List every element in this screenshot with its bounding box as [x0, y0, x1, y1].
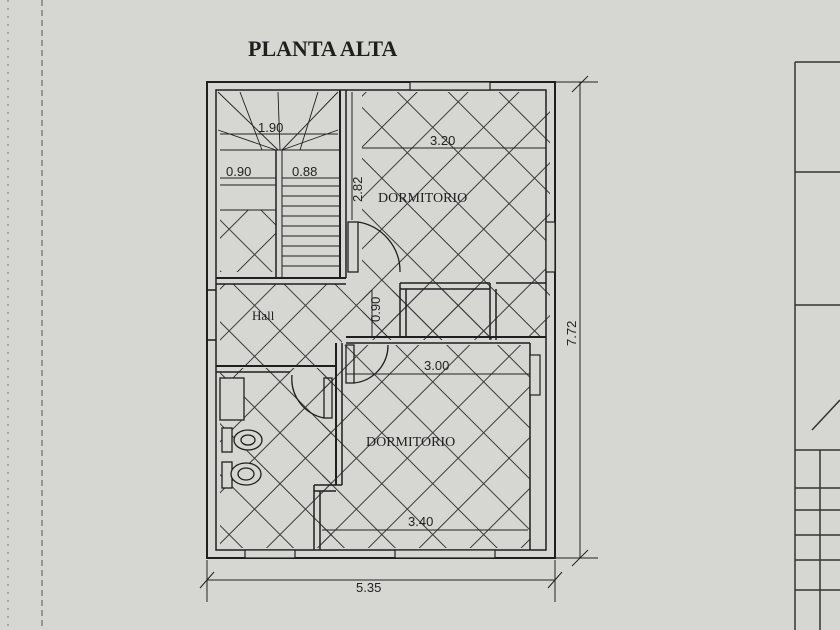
dim-bedroom-bottom-width: 3.00: [424, 358, 449, 373]
dim-bedroom-top-width: 3.20: [430, 133, 455, 148]
dim-stair-width: 1.90: [258, 120, 283, 135]
dim-stair-right: 0.88: [292, 164, 317, 179]
adjacent-drawing-fragment: [794, 61, 840, 630]
dim-total-width: 5.35: [356, 580, 381, 595]
dim-door-width: 0.90: [368, 297, 383, 322]
walls: [206, 81, 556, 559]
dim-bedroom-top-height: 2.82: [350, 177, 365, 202]
dim-total-height: 7.72: [564, 321, 579, 346]
staircase: [217, 91, 340, 278]
dim-bedroom-bottom-base: 3.40: [408, 514, 433, 529]
bidet-tank: [221, 427, 233, 453]
shower-tray: [219, 377, 245, 421]
room-label-bedroom-top: DORMITORIO: [378, 191, 467, 206]
dim-stair-left: 0.90: [226, 164, 251, 179]
plan-title: PLANTA ALTA: [248, 36, 397, 61]
windows: [244, 81, 556, 559]
dimension-lines: [199, 75, 598, 602]
bath-fixtures: [219, 377, 263, 489]
room-label-hall: Hall: [252, 308, 275, 323]
doors: [291, 221, 401, 419]
room-label-bedroom-bottom: DORMITORIO: [366, 435, 455, 450]
